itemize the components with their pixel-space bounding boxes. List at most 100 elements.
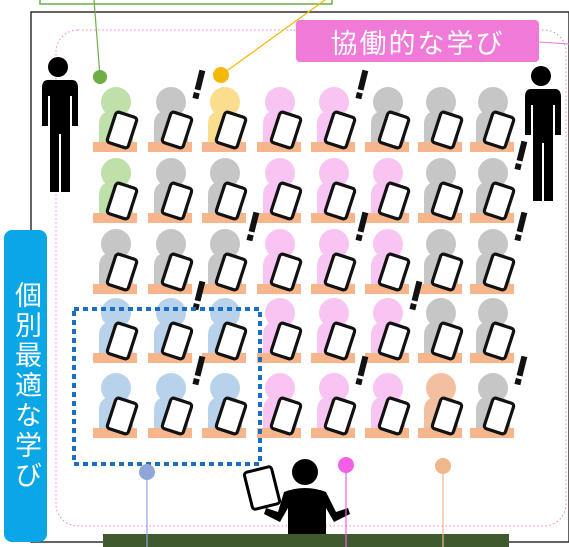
student-desk [257,353,301,363]
student-desk [311,353,355,363]
student-head [210,158,240,188]
student-desk [148,353,192,363]
student-seats [93,87,516,438]
student-seat [311,87,357,152]
student-seat [418,298,464,363]
student-seat [257,158,303,223]
tablet-icon [269,396,303,436]
student-desk [365,284,409,294]
student-head [101,229,131,259]
collaborative-learning-label: 協働的な学び [296,20,539,62]
tablet-icon [214,181,248,221]
tablet-icon [430,252,464,292]
student-desk [418,142,462,152]
student-head [210,373,240,403]
student-desk [257,284,301,294]
student-desk [470,284,514,294]
student-desk [93,428,137,438]
tablet-icon [482,396,516,436]
student-seat [418,373,464,438]
student-desk [470,142,514,152]
exclamation-mark [514,355,528,386]
student-desk [202,142,246,152]
student-desk [418,284,462,294]
student-seat [418,87,464,152]
student-seat [93,373,139,438]
student-seat [470,298,516,363]
student-head [265,373,295,403]
tablet-icon [377,396,411,436]
student-head [101,87,131,117]
student-head [426,229,456,259]
student-head [319,229,349,259]
student-head [426,158,456,188]
tablet-icon [323,321,357,361]
green-marker-dot [93,70,107,84]
student-head [426,373,456,403]
student-desk [93,353,137,363]
student-desk [148,142,192,152]
tablet-icon [482,321,516,361]
student-seat [202,158,248,223]
tablet-icon [214,396,248,436]
tablet-icon [269,321,303,361]
tablet-icon [430,321,464,361]
student-seat [202,298,248,363]
student-seat [257,87,303,152]
tablet-icon [482,181,516,221]
student-seat [418,158,464,223]
tablet-icon [105,321,139,361]
blue-marker-dot [139,464,155,480]
green-marker-leader [93,0,101,77]
tablet-icon [377,321,411,361]
tablet-icon [377,110,411,150]
student-head [101,298,131,328]
student-head [265,158,295,188]
student-desk [93,213,137,223]
student-seat [311,373,357,438]
student-desk [202,353,246,363]
student-head [426,87,456,117]
student-head [210,298,240,328]
student-seat [470,229,516,294]
student-desk [202,213,246,223]
student-seat [311,229,357,294]
tablet-icon [377,252,411,292]
student-head [373,373,403,403]
student-desk [470,428,514,438]
student-head [478,229,508,259]
yellow-marker-dot [213,67,229,83]
blackboard [103,534,509,547]
tablet-icon [323,396,357,436]
student-head [319,87,349,117]
student-head [101,158,131,188]
teacher-icon [242,459,350,536]
exclamation-mark [192,280,206,311]
peach-marker-dot [435,458,451,474]
student-head [478,298,508,328]
student-head [156,373,186,403]
tablet-icon [160,252,194,292]
student-desk [470,213,514,223]
student-seat [148,87,194,152]
student-head [265,298,295,328]
individualized-group-box [72,307,262,466]
exclamation-mark [409,280,423,311]
tablet-icon [430,110,464,150]
student-head [319,298,349,328]
student-desk [257,142,301,152]
student-seat [93,298,139,363]
yellow-marker-leader [220,0,326,76]
student-desk [470,353,514,363]
student-desk [93,284,137,294]
student-desk [418,353,462,363]
student-desk [418,428,462,438]
student-desk [311,428,355,438]
student-head [373,229,403,259]
student-desk [257,428,301,438]
tablet-icon [160,396,194,436]
student-head [156,87,186,117]
top-callout-edge [39,0,333,5]
student-desk [311,213,355,223]
student-seat [148,298,194,363]
